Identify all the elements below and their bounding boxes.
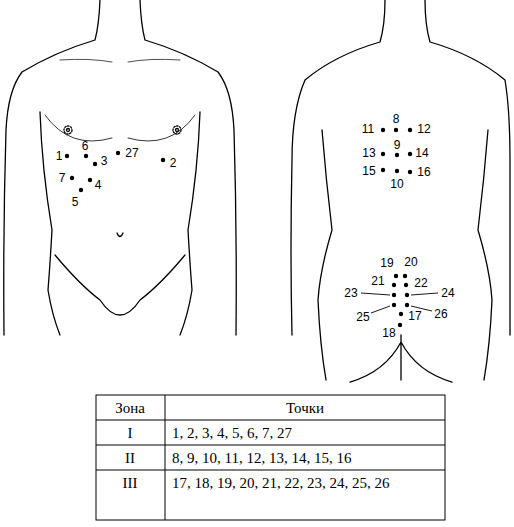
- navel: [117, 233, 123, 237]
- callout-number: 20: [404, 255, 417, 269]
- point-dot: [392, 293, 396, 297]
- callout-number: 3: [101, 154, 108, 168]
- point-dot: [381, 168, 385, 172]
- point-dot: [394, 128, 398, 132]
- body-outline: [350, 335, 452, 382]
- point-dot: [79, 188, 83, 192]
- callout-number: 4: [95, 178, 102, 192]
- leader-line: [371, 306, 390, 313]
- point-dot: [70, 176, 74, 180]
- point-dot: [65, 154, 69, 158]
- point-dot: [394, 274, 398, 278]
- point-dot: [116, 151, 120, 155]
- points: [65, 128, 412, 327]
- point-dot: [408, 152, 412, 156]
- point-dot: [381, 128, 385, 132]
- table-cell: II: [125, 449, 135, 467]
- point-dot: [161, 158, 165, 162]
- nipple: [173, 126, 181, 134]
- table-border: [96, 395, 445, 520]
- table-cell: Зона: [115, 399, 145, 417]
- callout-number: 6: [82, 139, 89, 153]
- callout-number: 2: [170, 156, 177, 170]
- callout-number: 22: [414, 276, 427, 290]
- body-outline: [4, 0, 100, 335]
- body-outline: [478, 130, 492, 380]
- body-outline: [55, 255, 185, 315]
- callout-number: 19: [380, 256, 393, 270]
- body-outline: [60, 59, 180, 62]
- table-cell: I: [128, 424, 133, 442]
- table-cell: 8, 9, 10, 11, 12, 13, 14, 15, 16: [172, 449, 351, 467]
- callout-number: 8: [393, 112, 400, 126]
- nipple: [67, 129, 70, 132]
- point-dot: [408, 170, 412, 174]
- point-dot: [408, 128, 412, 132]
- callout-number: 11: [362, 122, 374, 136]
- point-dot: [403, 274, 407, 278]
- callout-number: 10: [390, 177, 403, 191]
- callout-number: 5: [72, 195, 79, 209]
- table-rule: [165, 395, 166, 520]
- point-dot: [395, 153, 399, 157]
- leader-lines: [361, 293, 438, 313]
- leader-line: [411, 293, 438, 295]
- body-outline: [128, 115, 195, 141]
- callout-number: 7: [59, 171, 66, 185]
- nipple: [176, 129, 179, 132]
- leader-line: [361, 293, 390, 295]
- callout-number: 18: [382, 326, 395, 340]
- point-dot: [404, 283, 408, 287]
- front-torso: [4, 0, 237, 335]
- point-dot: [392, 303, 396, 307]
- body-outline: [291, 0, 385, 335]
- callout-number: 25: [356, 310, 369, 324]
- table-cell: III: [123, 474, 138, 492]
- table-rule: [96, 420, 445, 421]
- table-cell: Точки: [286, 399, 324, 417]
- body-outline: [45, 115, 112, 141]
- callout-number: 21: [371, 274, 384, 288]
- callout-number: 26: [434, 307, 447, 321]
- table-cell: 17, 18, 19, 20, 21, 22, 23, 24, 25, 26: [172, 474, 407, 492]
- callout-number: 27: [125, 146, 138, 160]
- point-dot: [88, 178, 92, 182]
- callout-number: 9: [394, 138, 401, 152]
- callout-number: 16: [417, 165, 430, 179]
- table-cell: 1, 2, 3, 4, 5, 6, 7, 27: [172, 424, 292, 442]
- point-dot: [399, 312, 403, 316]
- table-grid: [96, 395, 445, 520]
- body-outline: [180, 112, 200, 335]
- point-dot: [381, 152, 385, 156]
- point-dot: [93, 162, 97, 166]
- body-outline: [140, 0, 236, 335]
- point-dot: [405, 293, 409, 297]
- point-dot: [392, 283, 396, 287]
- point-dot: [405, 303, 409, 307]
- point-dot: [84, 154, 88, 158]
- callout-number: 17: [408, 309, 421, 323]
- body-outline: [40, 112, 60, 335]
- callout-number: 12: [417, 122, 430, 136]
- point-dot: [398, 323, 402, 327]
- table-rule: [96, 470, 445, 471]
- callout-number: 1: [56, 149, 63, 163]
- nipple: [64, 126, 72, 134]
- callout-number: 14: [415, 146, 428, 160]
- callout-number: 15: [362, 164, 375, 178]
- body-outline: [318, 130, 332, 380]
- callout-number: 23: [344, 286, 357, 300]
- callout-number: 13: [362, 146, 375, 160]
- callout-number: 24: [441, 286, 454, 300]
- table-rule: [96, 445, 445, 446]
- back-torso: [291, 0, 510, 382]
- point-dot: [395, 169, 399, 173]
- body-outline: [425, 0, 510, 335]
